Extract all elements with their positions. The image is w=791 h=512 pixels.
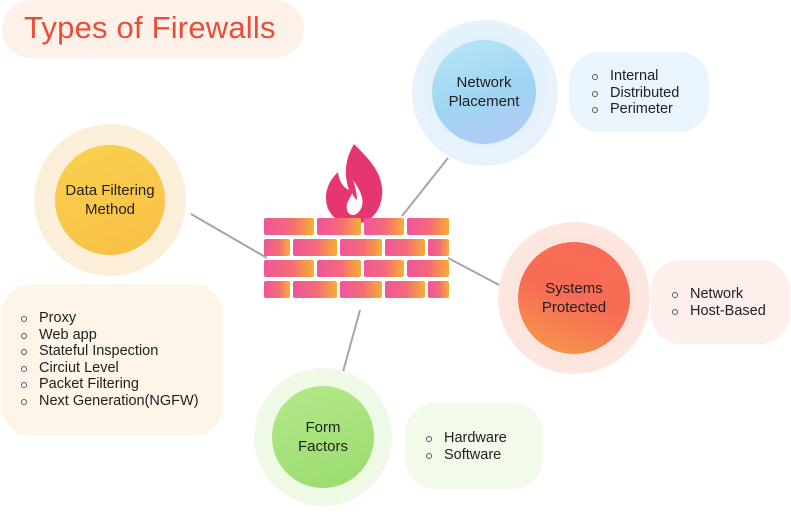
network-placement-label-line2: Placement xyxy=(448,93,520,110)
connector-systems-protected xyxy=(447,257,504,288)
connector-data-filtering xyxy=(190,213,268,259)
connector-network-placement xyxy=(401,157,449,217)
title-pill: Types of Firewalls xyxy=(2,0,304,58)
data-filtering-node: Data Filtering Method xyxy=(55,145,165,255)
firewall-brick-wall-with-flame-icon xyxy=(264,144,449,298)
systems-protected-node: Systems Protected xyxy=(518,242,630,354)
network-placement-label-line1: Network xyxy=(456,74,512,91)
list-item: Hardware xyxy=(425,430,507,447)
list-item: Web app xyxy=(20,327,199,344)
list-item: Next Generation(NGFW) xyxy=(20,393,199,410)
flame-icon xyxy=(326,144,383,224)
form-factors-label-line2: Factors xyxy=(297,438,348,455)
list-item: Stateful Inspection xyxy=(20,343,199,360)
network-placement-list: Internal Distributed Perimeter xyxy=(569,52,709,132)
list-item: Host-Based xyxy=(671,303,766,320)
network-placement-node: Network Placement xyxy=(432,40,536,144)
systems-protected-list: Network Host-Based xyxy=(651,260,790,344)
form-factors-list: Hardware Software xyxy=(405,403,543,489)
list-item: Proxy xyxy=(20,310,199,327)
list-item: Circiut Level xyxy=(20,360,199,377)
systems-protected-label-line2: Protected xyxy=(541,299,607,316)
data-filtering-label-line2: Method xyxy=(84,201,136,218)
list-item: Software xyxy=(425,447,507,464)
form-factors-node: Form Factors xyxy=(272,386,374,488)
systems-protected-label-line1: Systems xyxy=(545,280,603,297)
list-item: Distributed xyxy=(591,85,679,102)
data-filtering-label-line1: Data Filtering xyxy=(65,182,155,199)
form-factors-label-line1: Form xyxy=(305,419,341,436)
list-item: Network xyxy=(671,286,766,303)
list-item: Internal xyxy=(591,68,679,85)
connector-form-factors xyxy=(342,309,361,373)
list-item: Packet Filtering xyxy=(20,376,199,393)
list-item: Perimeter xyxy=(591,101,679,118)
diagram-title: Types of Firewalls xyxy=(24,10,276,45)
data-filtering-list: Proxy Web app Stateful Inspection Circiu… xyxy=(1,284,223,436)
